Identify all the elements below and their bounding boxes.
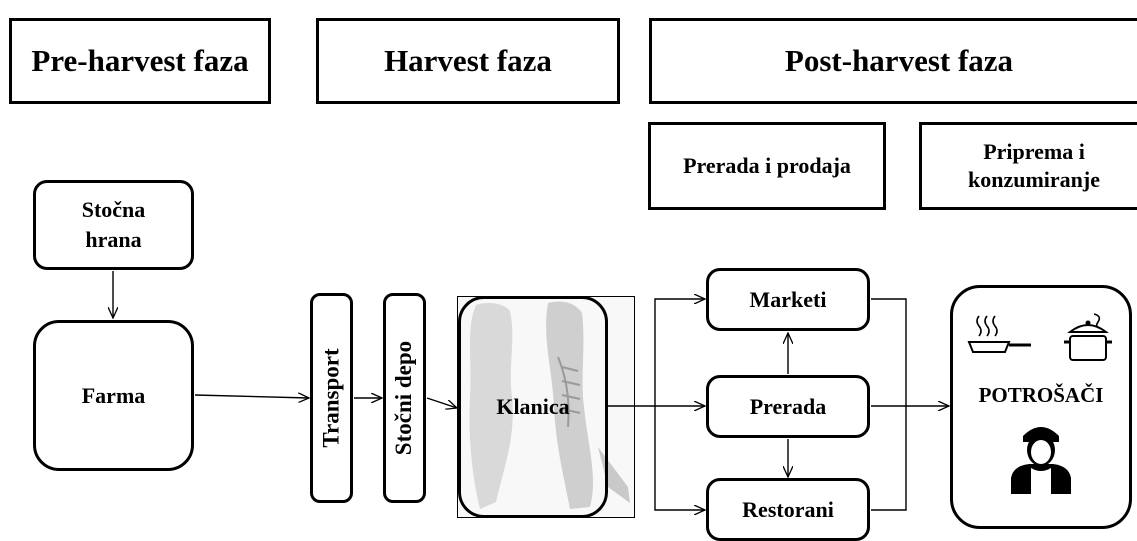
chef-icon [1011,427,1071,494]
consumers-node: POTROŠAČI [950,285,1132,529]
cooking-pot-icon [1063,313,1112,361]
pre-harvest-phase-header: Pre-harvest faza [9,18,271,104]
post-harvest-phase-header: Post-harvest faza [649,18,1137,104]
farm-node: Farma [33,320,194,471]
frying-pan-icon [967,315,1031,353]
pre-harvest-phase-label: Pre-harvest faza [31,43,249,78]
restaurants-label: Restorani [742,496,834,522]
cooking-icons [953,310,1129,366]
preparation-consumption-label: Priprema i konzumiranje [968,139,1100,192]
slaughterhouse-node: Klanica [458,296,608,518]
transport-node: Transport [310,293,353,503]
preparation-consumption-subphase: Priprema i konzumiranje [919,122,1137,210]
consumers-label: POTROŠAČI [978,383,1104,407]
harvest-phase-header: Harvest faza [316,18,620,104]
arrow-to-markets [654,299,705,406]
processing-sales-label: Prerada i prodaja [683,153,851,178]
feed-label: Stočna hrana [81,197,146,252]
line-markets-to-consumers [871,298,907,406]
depot-node: Stočni depo [383,293,426,503]
markets-label: Marketi [749,286,827,312]
post-harvest-phase-label: Post-harvest faza [784,43,1014,78]
processing-sales-subphase: Prerada i prodaja [648,122,886,210]
carcass-illustration [469,301,630,509]
farm-label: Farma [81,382,146,408]
slaughterhouse-label: Klanica [496,394,570,419]
harvest-phase-label: Harvest faza [384,43,552,78]
feed-node: Stočna hrana [33,180,194,270]
arrow-farm-to-transport [194,395,309,398]
arrow-depot-to-slaughterhouse [426,397,457,408]
processing-node: Prerada [706,375,870,438]
line-restaurants-to-consumers [871,406,907,511]
arrow-to-restaurants [654,406,705,510]
markets-node: Marketi [706,268,870,331]
processing-label: Prerada [749,393,827,419]
